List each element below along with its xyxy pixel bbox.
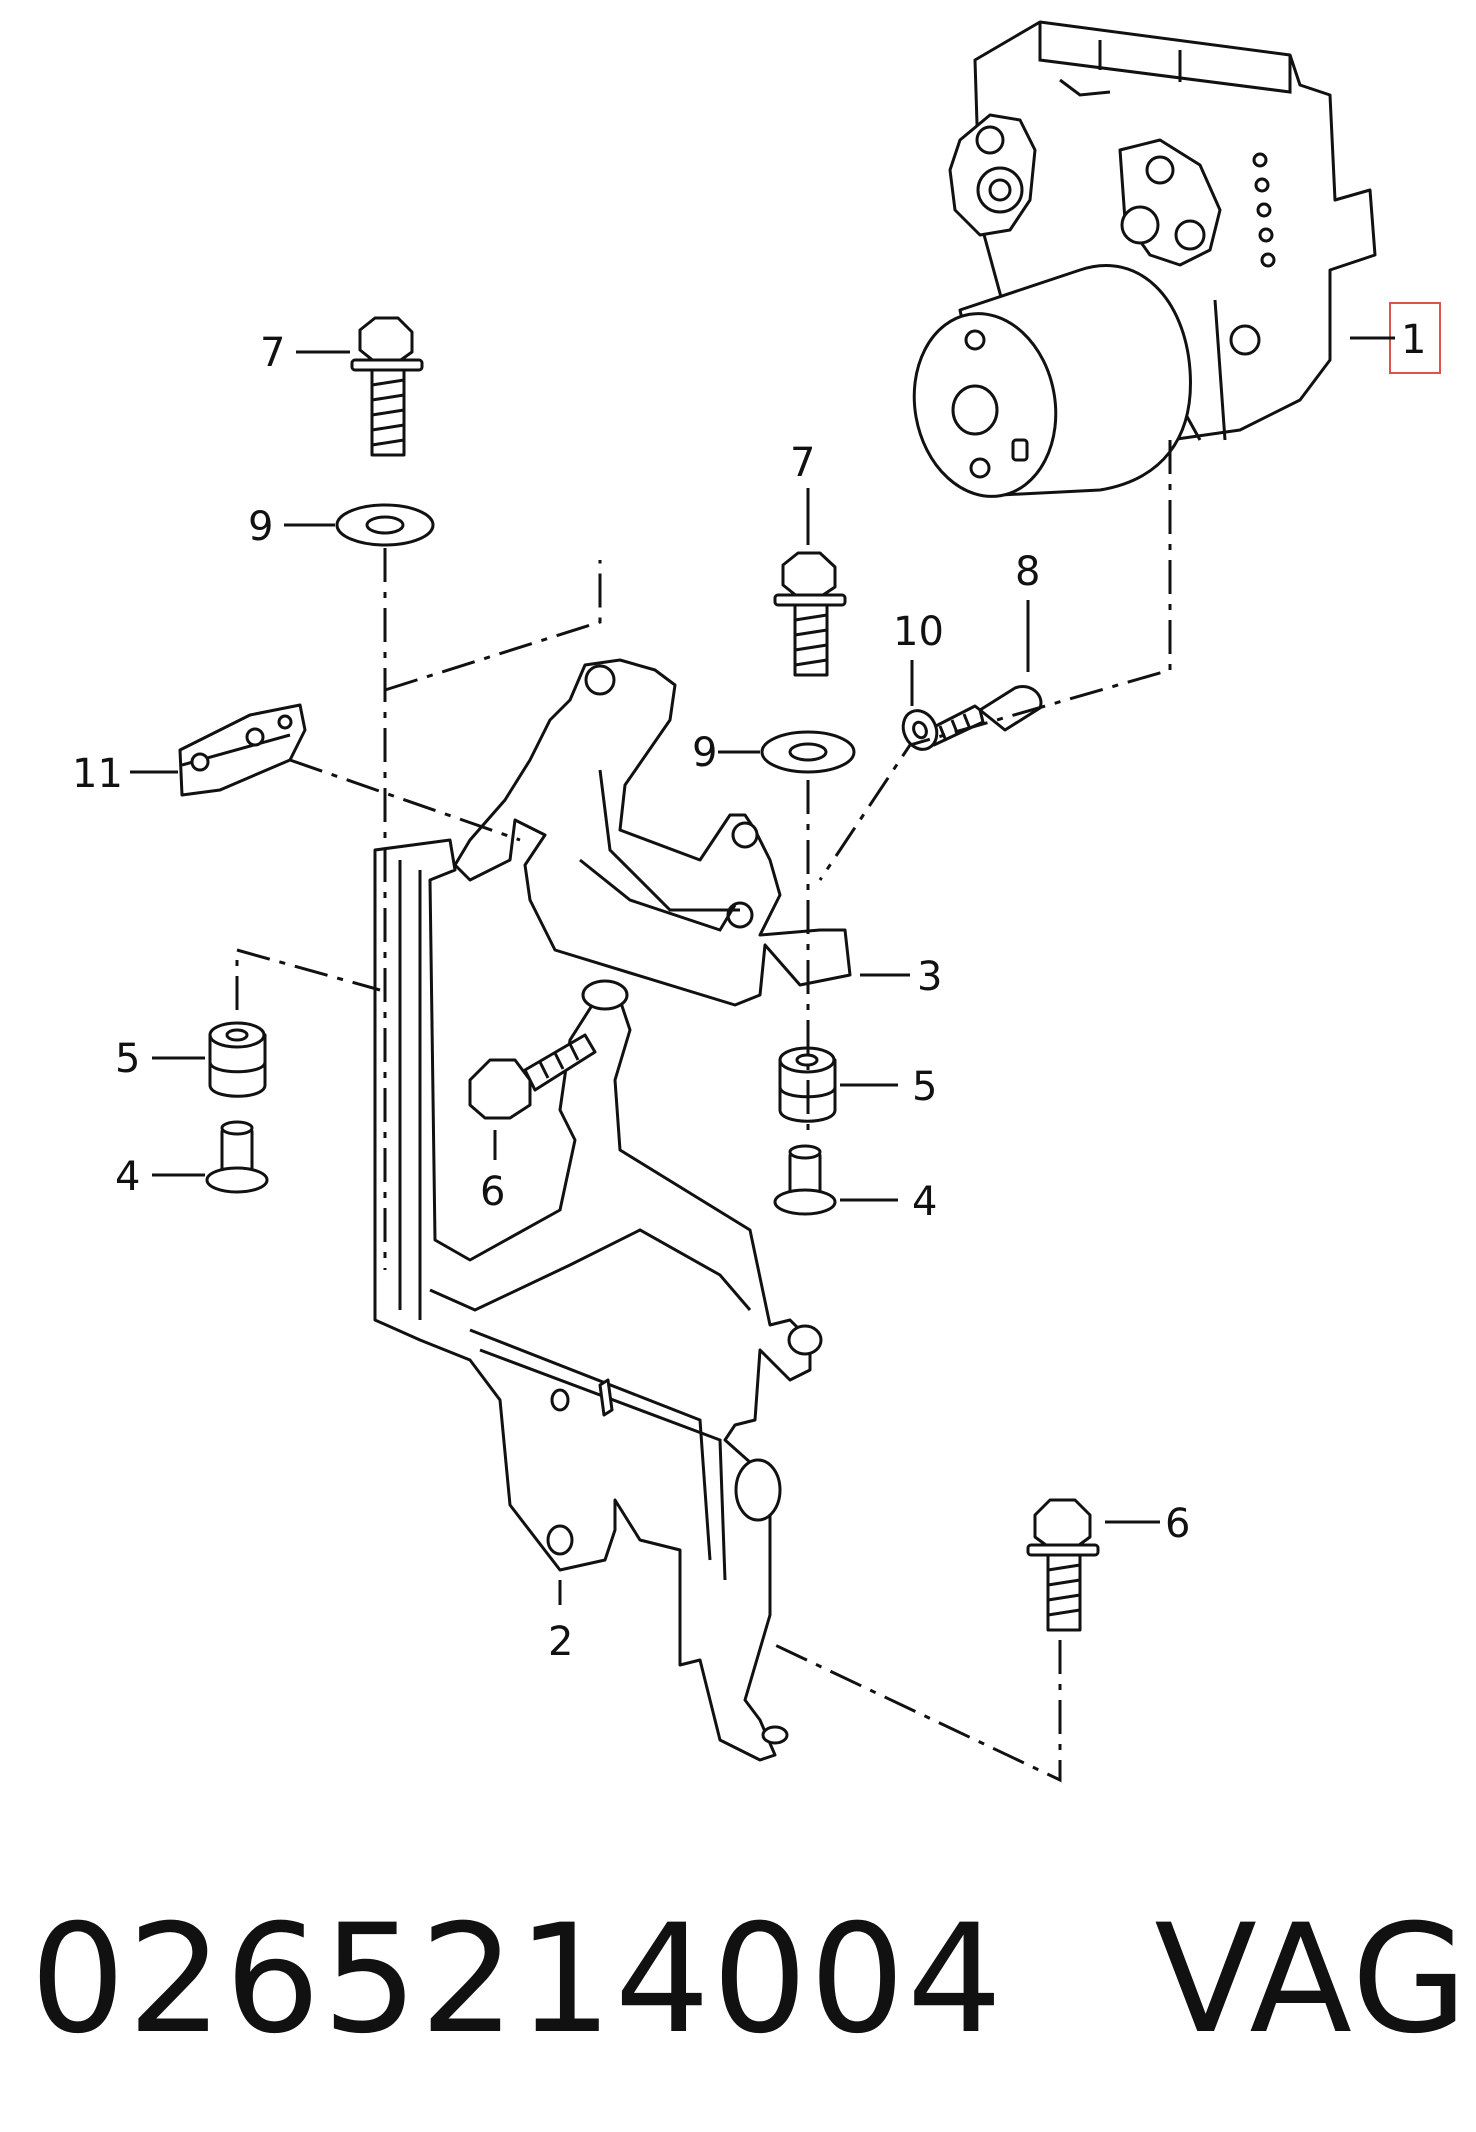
callout-11: 11 <box>72 751 123 797</box>
assembly-centerlines <box>235 440 1172 1783</box>
callout-6-center: 6 <box>480 1169 505 1215</box>
lower-bracket-2 <box>373 838 823 1762</box>
clip-11 <box>178 703 307 797</box>
bolt-7-center <box>773 551 847 677</box>
bolt-6-lower-right <box>1026 1498 1100 1632</box>
abs-hydraulic-unit <box>912 20 1377 498</box>
callout-9-center: 9 <box>692 730 717 776</box>
pin-4-left <box>205 1120 269 1194</box>
brand-name: VAG <box>1154 1893 1470 2067</box>
screw-8 <box>926 685 1043 747</box>
callout-10: 10 <box>893 609 944 655</box>
exploded-parts-diagram: 1 7 7 9 9 8 10 11 <box>72 20 1441 1783</box>
callout-9-left: 9 <box>248 504 273 550</box>
callout-5-right: 5 <box>912 1064 937 1110</box>
bolt-7-left <box>350 316 424 457</box>
bushing-5-left <box>208 1021 267 1098</box>
part-number: 0265214004 <box>30 1893 1005 2067</box>
callout-8: 8 <box>1015 549 1040 595</box>
callout-1: 1 <box>1401 317 1426 363</box>
bolt-6-center <box>468 1033 597 1120</box>
upper-bracket-3 <box>453 658 852 1007</box>
callout-3: 3 <box>917 954 942 1000</box>
callout-7-center: 7 <box>790 440 815 486</box>
pin-4-right <box>773 1144 837 1216</box>
callout-4-right: 4 <box>912 1179 937 1225</box>
callout-7-left: 7 <box>260 330 285 376</box>
callout-4-left: 4 <box>115 1154 140 1200</box>
callout-6-lower-right: 6 <box>1165 1501 1190 1547</box>
callout-2: 2 <box>548 1619 573 1665</box>
footer-caption: 0265214004 VAG <box>30 1880 1468 2080</box>
callout-5-left: 5 <box>115 1036 140 1082</box>
